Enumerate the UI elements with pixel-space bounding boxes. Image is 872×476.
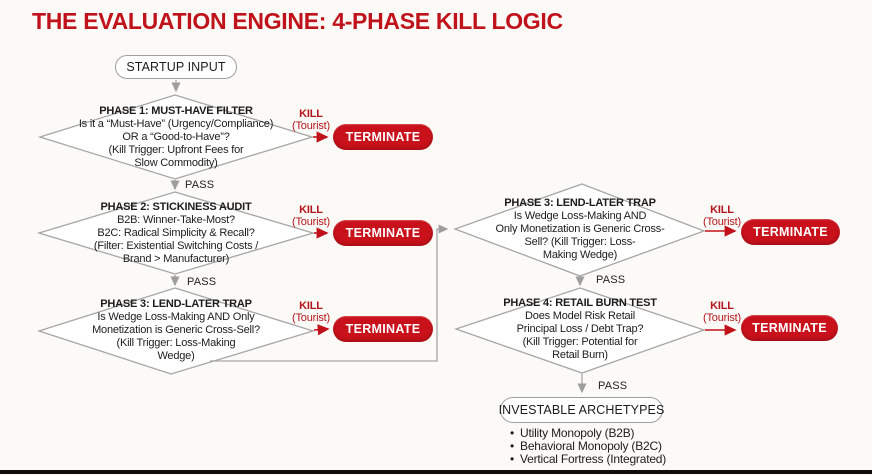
terminate-node-phase4: TERMINATE: [741, 315, 838, 341]
phase3-right-diamond: [453, 183, 706, 277]
phase2-body: B2B: Winner-Take-Most? B2C: Radical Simp…: [93, 214, 259, 265]
phase3-right-diamond-text: PHASE 3: LEND-LATER TRAP Is Wedge Loss-M…: [455, 197, 705, 262]
kill-label-phase2: KILL (Tourist): [283, 204, 339, 228]
page-title: THE EVALUATION ENGINE: 4-PHASE KILL LOGI…: [32, 8, 563, 34]
phase3-left-body: Is Wedge Loss-Making AND Only Monetizati…: [92, 311, 260, 362]
phase2-diamond-text: PHASE 2: STICKINESS AUDIT B2B: Winner-Ta…: [46, 201, 306, 266]
result-bullet-1: Utility Monopoly (B2B): [510, 427, 716, 440]
phase4-title: PHASE 4: RETAIL BURN TEST: [503, 297, 657, 309]
terminate-node-phase2: TERMINATE: [333, 220, 433, 246]
start-node: STARTUP INPUT: [115, 55, 237, 79]
kill-label-phase3-left: KILL (Tourist): [283, 300, 339, 324]
kill-label-phase3-right-sub: (Tourist): [703, 215, 741, 228]
pass-label-phase1: PASS: [185, 179, 215, 191]
kill-label-phase4-main: KILL: [710, 300, 734, 312]
phase2-title: PHASE 2: STICKINESS AUDIT: [100, 201, 252, 213]
phase2-diamond: [36, 191, 316, 275]
result-node: INVESTABLE ARCHETYPES: [499, 397, 664, 423]
result-bullet-3: Vertical Fortress (Integrated): [510, 453, 716, 466]
phase3-left-title: PHASE 3: LEND-LATER TRAP: [100, 298, 252, 310]
terminate-node-phase3-left: TERMINATE: [333, 316, 433, 342]
result-bullet-2: Behavioral Monopoly (B2C): [510, 440, 716, 453]
pass-label-phase3-right: PASS: [596, 274, 626, 286]
pass-label-phase4: PASS: [598, 380, 628, 392]
result-bullet-list: Utility Monopoly (B2B) Behavioral Monopo…: [496, 427, 716, 466]
phase3-right-body: Is Wedge Loss-Making AND Only Monetizati…: [495, 210, 665, 261]
phase4-body: Does Model Risk Retail Principal Loss / …: [516, 310, 644, 361]
phase1-title: PHASE 1: MUST-HAVE FILTER: [99, 105, 253, 117]
phase3-left-diamond-text: PHASE 3: LEND-LATER TRAP Is Wedge Loss-M…: [46, 298, 306, 363]
phase3-right-title: PHASE 3: LEND-LATER TRAP: [504, 197, 656, 209]
kill-label-phase4-sub: (Tourist): [703, 311, 741, 324]
phase3-left-diamond: [36, 287, 316, 375]
kill-arrow-phase3-left: [313, 324, 330, 336]
terminate-node-phase3-right: TERMINATE: [741, 219, 840, 245]
terminate-node-phase1: TERMINATE: [333, 124, 433, 150]
kill-label-phase1: KILL (Tourist): [283, 108, 339, 132]
kill-label-phase3-left-sub: (Tourist): [292, 311, 330, 324]
kill-label-phase3-right-main: KILL: [710, 204, 734, 216]
kill-label-phase4: KILL (Tourist): [694, 300, 750, 324]
bottom-divider-bar: [0, 470, 872, 474]
kill-label-phase3-right: KILL (Tourist): [694, 204, 750, 228]
phase1-diamond-text: PHASE 1: MUST-HAVE FILTER Is it a “Must-…: [46, 105, 306, 170]
phase1-diamond: [37, 94, 315, 180]
kill-label-phase2-main: KILL: [299, 204, 323, 216]
kill-label-phase1-sub: (Tourist): [292, 119, 330, 132]
kill-label-phase3-left-main: KILL: [299, 300, 323, 312]
phase1-body: Is it a “Must-Have” (Urgency/Compliance)…: [78, 118, 274, 169]
phase4-diamond: [453, 287, 706, 374]
kill-label-phase1-main: KILL: [299, 108, 323, 120]
phase4-diamond-text: PHASE 4: RETAIL BURN TEST Does Model Ris…: [455, 297, 705, 362]
pass-label-phase2: PASS: [187, 276, 217, 288]
connector-phase3-to-right-column: [210, 224, 449, 362]
kill-label-phase2-sub: (Tourist): [292, 215, 330, 228]
